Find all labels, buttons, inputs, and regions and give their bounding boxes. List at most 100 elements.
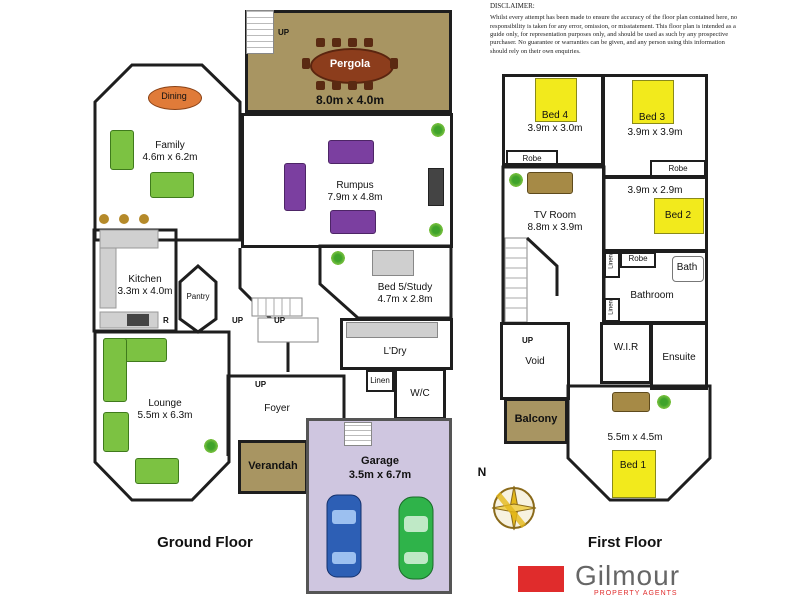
compass-north-label: N bbox=[477, 465, 487, 479]
rumpus-sofa-top bbox=[328, 140, 374, 164]
brand-tagline: PROPERTY AGENTS bbox=[594, 590, 678, 597]
garage-label: Garage bbox=[361, 455, 399, 467]
rumpus-plant-icon-top bbox=[430, 122, 446, 138]
family-sofa-left bbox=[110, 130, 134, 170]
robe3-label: Robe bbox=[628, 254, 648, 263]
bed1-bed-icon bbox=[612, 450, 656, 498]
dining-label: Dining bbox=[161, 91, 187, 101]
bed1-label: Bed 1 bbox=[619, 460, 647, 471]
lounge-label: Lounge bbox=[148, 398, 182, 409]
rumpus-sofa-left bbox=[284, 163, 306, 211]
family-size: 4.6m x 6.2m bbox=[142, 152, 198, 163]
pantry-label: Pantry bbox=[186, 292, 210, 301]
bed4-bed-icon bbox=[535, 78, 577, 122]
pergola-chairs bbox=[302, 38, 398, 90]
ground-up-marker-4: UP bbox=[255, 380, 267, 389]
car-blue-icon bbox=[326, 494, 362, 578]
lounge-outline bbox=[92, 330, 232, 502]
bed5-plant-icon bbox=[330, 250, 346, 266]
balcony-label: Balcony bbox=[514, 413, 558, 425]
bed5-label: Bed 5/Study bbox=[377, 282, 433, 293]
kitchen-outline bbox=[92, 228, 214, 333]
disclaimer-heading: DISCLAIMER: bbox=[490, 2, 535, 10]
laundry-bench bbox=[346, 322, 438, 338]
pergola-up-marker: UP bbox=[278, 28, 290, 37]
bed5-size: 4.7m x 2.8m bbox=[377, 294, 433, 305]
ground-floor-title: Ground Floor bbox=[157, 534, 253, 551]
linen-label: Linen bbox=[370, 376, 390, 385]
tv-unit bbox=[428, 168, 444, 206]
family-sofa-bottom bbox=[150, 172, 194, 198]
lounge-plant-icon bbox=[203, 438, 219, 454]
rumpus-sofa-bottom bbox=[330, 210, 376, 234]
wir-label: W.I.R bbox=[613, 342, 639, 353]
bath-label: Bath bbox=[676, 262, 698, 273]
tvroom-size: 8.8m x 3.9m bbox=[527, 222, 583, 233]
bed2-label: Bed 2 bbox=[664, 210, 692, 221]
upper-stairs bbox=[503, 236, 568, 324]
ground-up-marker-2: UP bbox=[232, 316, 244, 325]
disclaimer: DISCLAIMER: Whilst every attempt has bee… bbox=[490, 2, 740, 56]
ensuite-room bbox=[650, 322, 708, 390]
linen-closet bbox=[366, 370, 394, 392]
compass-icon bbox=[480, 470, 542, 542]
garage-size: 3.5m x 6.7m bbox=[348, 469, 412, 481]
bar-stools bbox=[97, 212, 161, 226]
wc-label: W/C bbox=[410, 388, 430, 399]
ground-stairs bbox=[238, 248, 333, 373]
bed1-outline bbox=[566, 384, 712, 502]
upper-up-marker: UP bbox=[522, 336, 534, 345]
lounge-chair-left bbox=[103, 412, 129, 452]
bed3-label: Bed 3 bbox=[638, 112, 666, 123]
kitchen-label: Kitchen bbox=[128, 274, 162, 285]
linen-label-lower: Linen bbox=[608, 300, 615, 315]
linen-closet-lower bbox=[604, 298, 620, 322]
robe3 bbox=[620, 252, 656, 268]
foyer-label: Foyer bbox=[264, 403, 290, 414]
linen-closet-upper bbox=[604, 252, 620, 278]
bed2-bed-icon bbox=[654, 198, 704, 234]
bed1-plant-icon bbox=[656, 394, 672, 410]
bath-tub-icon bbox=[672, 256, 704, 282]
robe2-label: Robe bbox=[668, 164, 688, 173]
lounge-sofa-bottom bbox=[135, 458, 179, 484]
bed2-size: 3.9m x 2.9m bbox=[627, 185, 683, 196]
first-floor-title: First Floor bbox=[587, 534, 663, 551]
bed1-size: 5.5m x 4.5m bbox=[607, 432, 663, 443]
bed3-size: 3.9m x 3.9m bbox=[627, 127, 683, 138]
garage-steps bbox=[344, 422, 372, 446]
bed4-label: Bed 4 bbox=[541, 110, 569, 121]
foyer-outline bbox=[226, 368, 346, 458]
bathroom-label: Bathroom bbox=[630, 290, 674, 301]
pantry-outline bbox=[178, 263, 218, 334]
robe1-label: Robe bbox=[522, 154, 542, 163]
bed4-size: 3.9m x 3.0m bbox=[527, 123, 583, 134]
rumpus-plant-icon-bottom bbox=[428, 222, 444, 238]
dining-table bbox=[148, 86, 202, 110]
kitchen-size: 3.3m x 4.0m bbox=[117, 286, 173, 297]
brand-logo-mark bbox=[518, 566, 564, 592]
pergola-label: Pergola bbox=[329, 58, 371, 70]
verandah-label: Verandah bbox=[248, 460, 298, 472]
balcony-area bbox=[504, 398, 568, 444]
rumpus-size: 7.9m x 4.8m bbox=[327, 192, 383, 203]
car-green-icon bbox=[398, 496, 434, 580]
ground-up-marker-3: UP bbox=[274, 316, 286, 325]
lounge-size: 5.5m x 6.3m bbox=[137, 410, 193, 421]
fridge-marker: R bbox=[163, 316, 169, 325]
family-label: Family bbox=[155, 140, 185, 151]
lounge-sofa-l-side bbox=[103, 338, 127, 402]
void-label: Void bbox=[525, 356, 545, 367]
bed3-bed-icon bbox=[632, 80, 674, 124]
family-room-outline bbox=[92, 62, 242, 242]
pergola-steps bbox=[246, 10, 274, 54]
pergola-size: 8.0m x 4.0m bbox=[315, 93, 385, 107]
bed1-sofa bbox=[612, 392, 650, 412]
tvroom-label: TV Room bbox=[533, 210, 577, 221]
study-desk bbox=[372, 250, 414, 276]
disclaimer-body: Whilst every attempt has been made to en… bbox=[490, 14, 738, 55]
ensuite-label: Ensuite bbox=[662, 352, 696, 363]
tvroom-plant-icon bbox=[508, 172, 524, 188]
tvroom-sofa bbox=[527, 172, 573, 194]
brand-name: Gilmour bbox=[575, 560, 681, 591]
